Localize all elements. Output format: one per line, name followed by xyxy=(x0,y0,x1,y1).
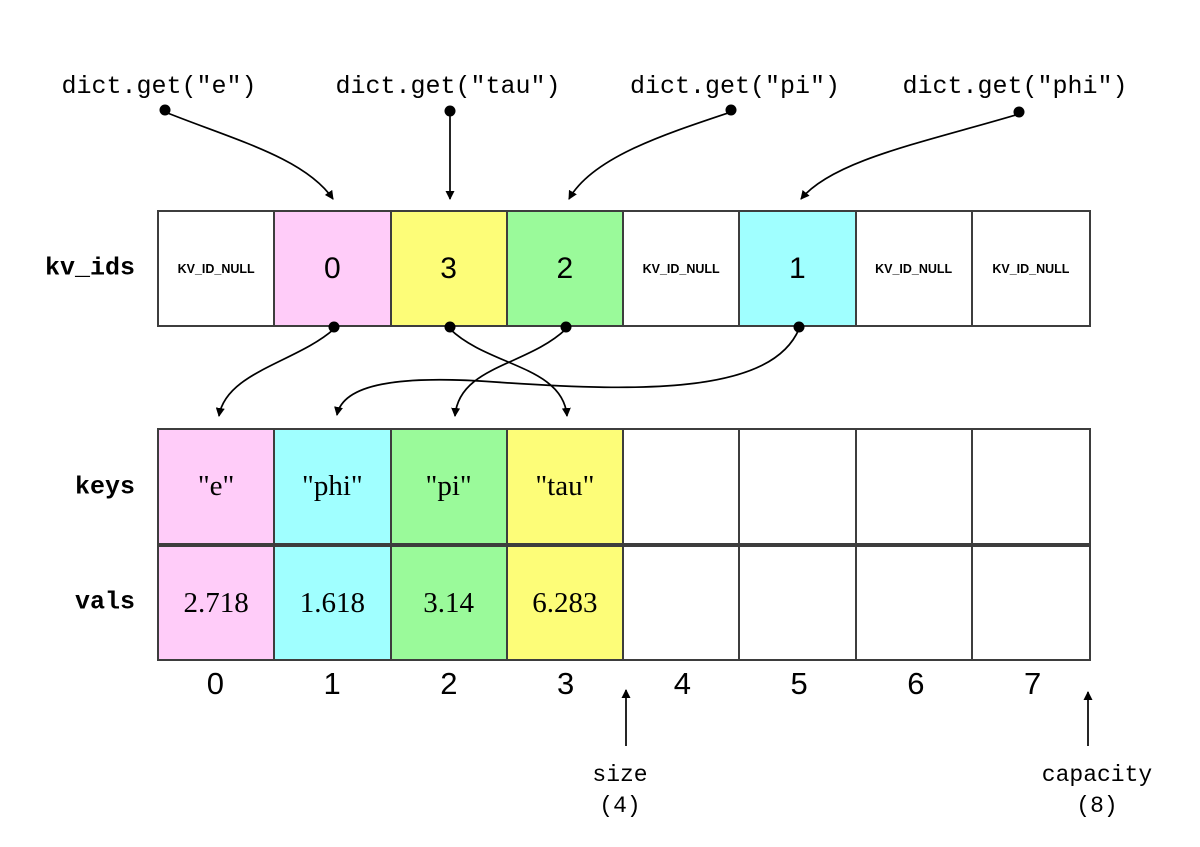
mapping-dot-1 xyxy=(793,321,805,333)
keys-cell-4 xyxy=(624,430,741,545)
index-label-2: 2 xyxy=(440,666,458,701)
keys-cell-6 xyxy=(856,430,973,545)
kv-ids-cell-text-1: 0 xyxy=(324,251,341,285)
lookup-dot-pi xyxy=(725,104,737,116)
vals-cell-7 xyxy=(972,547,1089,659)
vals-cell-3: 6.283 xyxy=(507,547,624,659)
lookup-dot-e xyxy=(159,104,171,116)
kv-ids-cell-2: 3 xyxy=(391,212,508,325)
lookup-label-e: dict.get("e") xyxy=(61,72,257,101)
lookup-label-pi: dict.get("pi") xyxy=(629,72,841,101)
keys-cell-2: "pi" xyxy=(391,430,508,545)
kv-ids-cell-3: 2 xyxy=(507,212,624,325)
keys-cell-text-1: "phi" xyxy=(302,470,363,502)
keys-cell-0: "e" xyxy=(159,430,276,545)
keys-cell-7 xyxy=(972,430,1089,545)
lookup-label-phi: dict.get("phi") xyxy=(902,72,1128,101)
mapping-arrow-2-to-pi xyxy=(451,328,567,417)
lookup-dot-phi xyxy=(1013,106,1025,118)
kv-ids-cell-4: KV_ID_NULL xyxy=(624,212,741,325)
index-label-1: 1 xyxy=(323,666,341,701)
row-label-kv-ids: kv_ids xyxy=(44,253,135,283)
kv-ids-array: KV_ID_NULL 0 3 2 KV_ID_NULL 1 KV_ID_NULL KV_ID_… xyxy=(157,210,1091,327)
vals-cell-2: 3.14 xyxy=(391,547,508,659)
keys-cell-5 xyxy=(740,430,857,545)
index-labels: 0 1 2 3 4 5 6 7 xyxy=(157,666,1091,702)
size-value: (4) xyxy=(599,793,641,819)
vals-array: 2.718 1.618 3.14 6.283 xyxy=(157,545,1091,661)
lookup-dot-tau xyxy=(444,105,456,117)
keys-array: "e" "phi" "pi" "tau" xyxy=(157,428,1091,545)
vals-cell-text-3: 6.283 xyxy=(532,586,598,619)
kv-ids-cell-text-7: KV_ID_NULL xyxy=(992,261,1070,276)
mapping-arrow-0-to-e xyxy=(215,328,335,417)
capacity-annotation: capacity (8) xyxy=(1042,760,1152,822)
vals-cell-5 xyxy=(740,547,857,659)
size-annotation: size (4) xyxy=(592,760,647,822)
mapping-arrow-3-to-tau xyxy=(449,328,571,417)
keys-cell-text-3: "tau" xyxy=(535,470,595,502)
capacity-value: (8) xyxy=(1076,793,1118,819)
keys-cell-1: "phi" xyxy=(275,430,392,545)
vals-cell-text-2: 3.14 xyxy=(423,586,474,619)
index-label-5: 5 xyxy=(790,666,808,701)
kv-ids-cell-0: KV_ID_NULL xyxy=(159,212,276,325)
kv-ids-cell-text-2: 3 xyxy=(440,251,457,285)
mapping-dot-2 xyxy=(560,321,572,333)
kv-ids-cell-5: 1 xyxy=(740,212,857,325)
row-label-keys: keys xyxy=(74,472,135,502)
lookup-arrow-phi xyxy=(800,113,1020,200)
row-label-vals: vals xyxy=(74,587,135,617)
kv-ids-cell-text-3: 2 xyxy=(556,251,574,285)
kv-ids-cell-7: KV_ID_NULL xyxy=(972,212,1089,325)
keys-cell-text-0: "e" xyxy=(197,470,235,502)
index-label-6: 6 xyxy=(907,666,925,701)
kv-ids-cell-text-0: KV_ID_NULL xyxy=(177,261,255,276)
vals-cell-4 xyxy=(624,547,741,659)
kv-ids-cell-6: KV_ID_NULL xyxy=(856,212,973,325)
vals-cell-0: 2.718 xyxy=(159,547,276,659)
size-label: size xyxy=(592,762,648,788)
vals-cell-1: 1.618 xyxy=(275,547,392,659)
mapping-dot-3 xyxy=(444,321,456,333)
index-label-7: 7 xyxy=(1024,666,1042,701)
capacity-label: capacity xyxy=(1041,762,1153,788)
kv-ids-cell-1: 0 xyxy=(275,212,392,325)
keys-cell-text-2: "pi" xyxy=(425,470,472,502)
index-label-0: 0 xyxy=(206,666,224,701)
mapping-arrow-1-to-phi xyxy=(334,328,800,416)
mapping-dot-0 xyxy=(328,321,340,333)
index-label-3: 3 xyxy=(557,666,575,701)
kv-ids-cell-text-6: KV_ID_NULL xyxy=(875,261,953,276)
vals-cell-text-1: 1.618 xyxy=(299,586,365,619)
index-label-4: 4 xyxy=(673,666,691,701)
vals-cell-text-0: 2.718 xyxy=(183,586,249,619)
keys-cell-3: "tau" xyxy=(507,430,624,545)
lookup-arrow-e xyxy=(164,111,334,200)
lookup-label-tau: dict.get("tau") xyxy=(335,72,561,101)
lookup-arrow-pi xyxy=(568,111,732,200)
kv-ids-cell-text-4: KV_ID_NULL xyxy=(642,261,720,276)
vals-cell-6 xyxy=(856,547,973,659)
kv-ids-cell-text-5: 1 xyxy=(789,251,806,285)
